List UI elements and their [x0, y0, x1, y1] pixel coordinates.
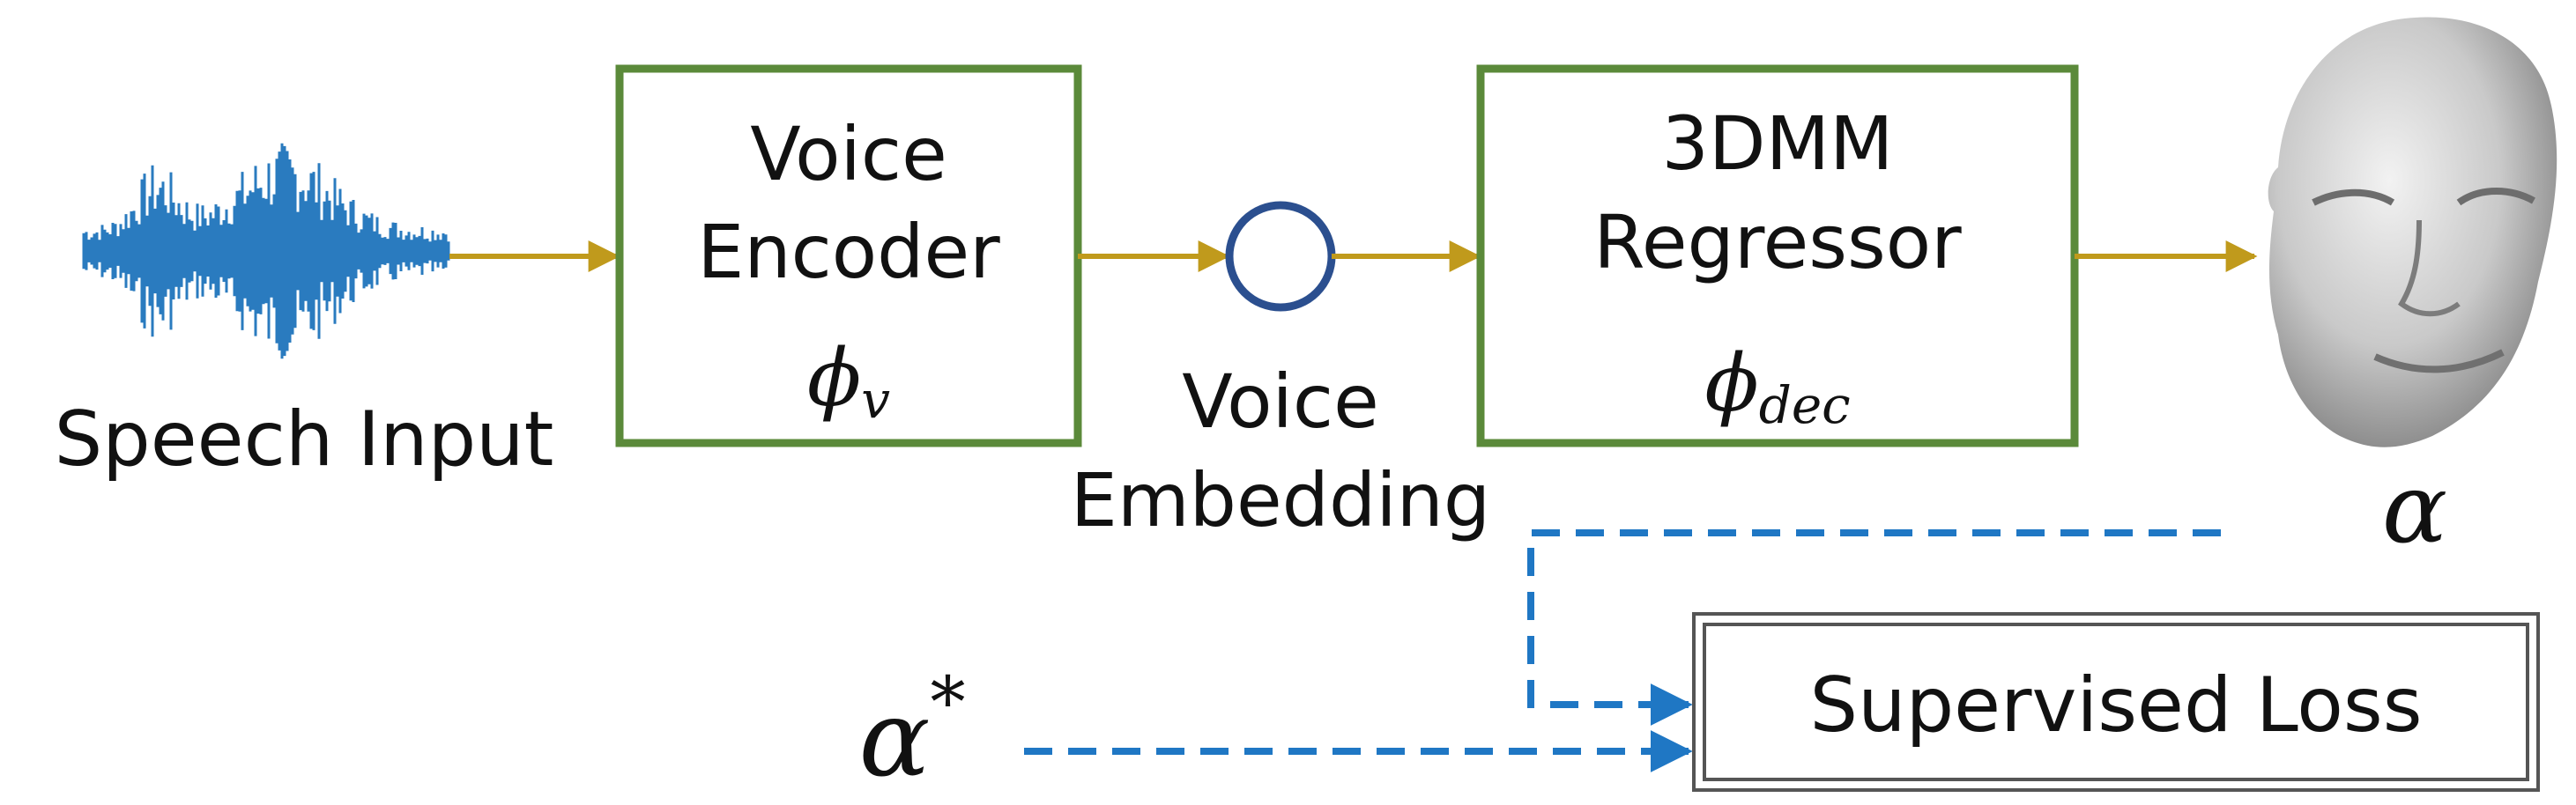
supervision-arrow-predicted: [1527, 529, 2221, 726]
speech-input-label: Speech Input: [55, 395, 554, 484]
supervised-loss-box: Supervised Loss: [1692, 612, 2540, 792]
alpha-output-label: α: [2382, 452, 2447, 565]
voice-encoder-line1: Voice: [750, 111, 947, 197]
voice-embedding-node: [1225, 201, 1336, 312]
voice-encoder-module: Voice Encoder ϕv: [615, 64, 1082, 447]
regressor-line1: 3DMM: [1661, 100, 1893, 187]
voice-embedding-label-line1: Voice: [1182, 358, 1379, 445]
supervised-loss-label: Supervised Loss: [1809, 661, 2422, 750]
regressor-module: 3DMM Regressor ϕdec: [1476, 64, 2079, 447]
3d-face-mesh-icon: [2268, 17, 2557, 447]
regressor-line2: Regressor: [1593, 199, 1962, 285]
voice-encoder-symbol: ϕv: [807, 332, 890, 430]
regressor-symbol: ϕdec: [1704, 337, 1850, 435]
voice-encoder-line2: Encoder: [697, 209, 1000, 295]
audio-waveform-icon: [82, 143, 450, 359]
voice-embedding-label-line2: Embedding: [1071, 457, 1490, 543]
alpha-ground-truth-label: α*: [858, 661, 965, 801]
